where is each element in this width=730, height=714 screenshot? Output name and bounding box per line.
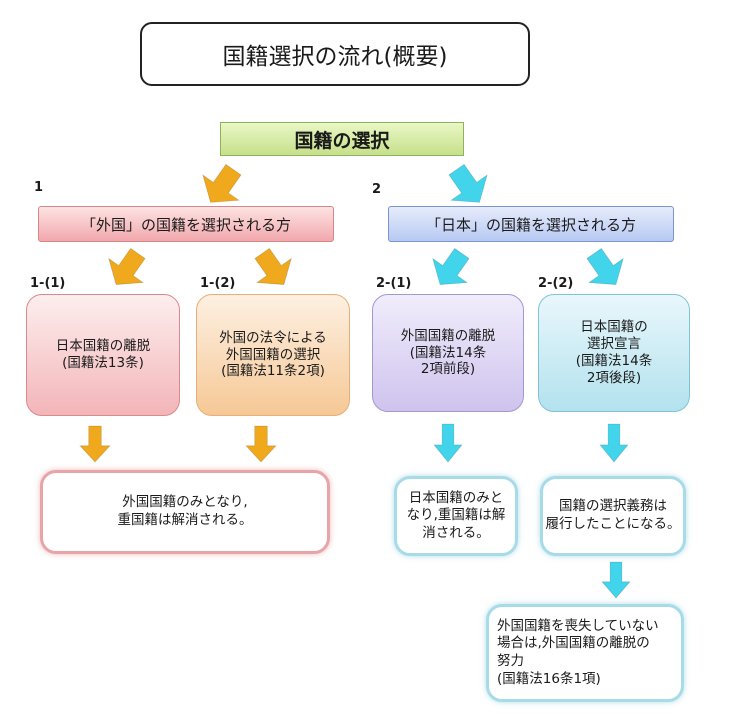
arrow-sub-1-2-to-result [245,425,277,463]
branch1-node: 「外国」の国籍を選択される方 [38,206,334,242]
arrow-branch2-to-sub2 [586,247,624,285]
block-arrow-shape [586,247,624,285]
diagram-title: 国籍選択の流れ(概要) [140,22,530,86]
sub-node-1-1: 日本国籍の離脱 (国籍法13条) [26,294,180,416]
arrow-sub-2-1-to-result [433,423,463,463]
block-arrow-shape [448,163,488,203]
sub-node-1-2: 外国の法令による 外国国籍の選択 (国籍法11条2項) [196,294,350,416]
arrow-root-to-branch2 [448,163,488,203]
sub-tag-2-1: 2-(1) [376,276,412,291]
sub-tag-1-2: 1-(2) [200,276,236,291]
sub-tag-1-1: 1-(1) [30,276,66,291]
root-node: 国籍の選択 [220,122,464,156]
arrow-sub-1-1-to-result [79,425,111,463]
block-arrow-shape [599,423,629,463]
arrow-branch2-to-sub1 [432,247,470,285]
branch2-tag: 2 [372,182,382,197]
result-branch2-sub1: 日本国籍のみと なり,重国籍は解 消される。 [394,476,518,556]
arrow-branch1-to-sub1 [108,247,146,285]
arrow-root-to-branch1 [202,163,242,203]
block-arrow-shape [79,425,111,463]
block-arrow-shape [245,425,277,463]
branch2-node: 「日本」の国籍を選択される方 [388,206,674,242]
arrow-branch1-to-sub2 [254,247,292,285]
branch1-tag: 1 [34,180,44,195]
sub-tag-2-2: 2-(2) [538,276,574,291]
result-branch2-sub2: 国籍の選択義務は 履行したことになる。 [540,476,686,556]
block-arrow-shape [254,247,292,285]
block-arrow-shape [202,163,242,203]
sub-node-2-2: 日本国籍の 選択宣言 (国籍法14条 2項後段) [538,294,690,412]
arrow-result-to-final [601,561,631,599]
final-note: 外国国籍を喪失していない 場合は,外国国籍の離脱の 努力 (国籍法16条1項) [486,604,684,702]
block-arrow-shape [601,561,631,599]
result-branch1: 外国国籍のみとなり, 重国籍は解消される。 [40,470,330,554]
block-arrow-shape [108,247,146,285]
sub-node-2-1: 外国国籍の離脱 (国籍法14条 2項前段) [372,294,524,412]
block-arrow-shape [433,423,463,463]
arrow-sub-2-2-to-result [599,423,629,463]
block-arrow-shape [432,247,470,285]
